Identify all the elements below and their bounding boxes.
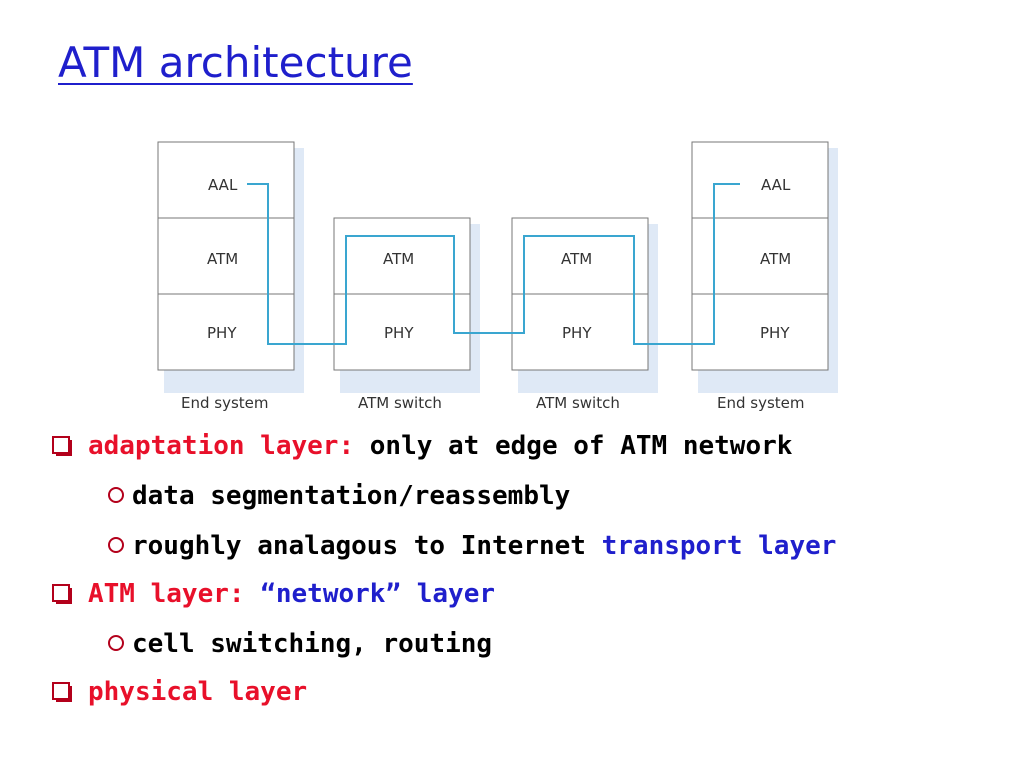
circle-bullet-icon bbox=[108, 634, 124, 651]
bullet-adaptation-layer: adaptation layer: only at edge of ATM ne… bbox=[52, 426, 792, 466]
stack-end-system-left: AAL ATM PHY End system bbox=[157, 141, 304, 412]
subbullet-segmentation: data segmentation/reassembly bbox=[108, 476, 570, 516]
layer-aal-right: AAL bbox=[761, 176, 791, 194]
caption-end-system-right: End system bbox=[717, 394, 805, 412]
subbullet-text: roughly analagous to Internet bbox=[132, 531, 586, 561]
bullet-highlight: “network” layer bbox=[260, 579, 496, 609]
subbullet-text: data segmentation/reassembly bbox=[132, 481, 571, 511]
subbullet-text: cell switching, routing bbox=[132, 629, 493, 659]
layer-phy-left: PHY bbox=[207, 324, 237, 342]
bullet-label: ATM layer: bbox=[88, 579, 245, 609]
bullet-label: physical layer bbox=[88, 677, 308, 707]
subbullet-highlight: transport layer bbox=[601, 531, 837, 561]
subbullet-transport: roughly analagous to Internet transport … bbox=[108, 526, 836, 566]
bullet-text: only at edge of ATM network bbox=[369, 431, 793, 461]
circle-bullet-icon bbox=[108, 486, 124, 503]
data-path-line bbox=[247, 183, 740, 345]
layer-atm-right: ATM bbox=[760, 250, 791, 268]
bullet-atm-layer: ATM layer: “network” layer bbox=[52, 574, 495, 614]
bullet-physical-layer: physical layer bbox=[52, 672, 307, 712]
layer-atm-switch1: ATM bbox=[383, 250, 414, 268]
square-bullet-icon bbox=[52, 681, 72, 702]
square-bullet-icon bbox=[52, 583, 72, 604]
stack-atm-switch-2: ATM PHY ATM switch bbox=[511, 217, 658, 412]
circle-bullet-icon bbox=[108, 536, 124, 553]
bullet-label: adaptation layer: bbox=[88, 431, 355, 461]
layer-aal-left: AAL bbox=[208, 176, 238, 194]
page-title: ATM architecture bbox=[58, 38, 413, 87]
square-bullet-icon bbox=[52, 435, 72, 456]
caption-atm-switch-2: ATM switch bbox=[536, 394, 620, 412]
layer-phy-switch1: PHY bbox=[384, 324, 414, 342]
atm-architecture-diagram: AAL ATM PHY End system ATM PHY ATM switc… bbox=[150, 136, 850, 425]
stack-atm-switch-1: ATM PHY ATM switch bbox=[333, 217, 480, 412]
caption-end-system-left: End system bbox=[181, 394, 269, 412]
caption-atm-switch-1: ATM switch bbox=[358, 394, 442, 412]
diagram-svg: AAL ATM PHY End system ATM PHY ATM switc… bbox=[157, 141, 838, 412]
layer-atm-left: ATM bbox=[207, 250, 238, 268]
layer-phy-switch2: PHY bbox=[562, 324, 592, 342]
subbullet-cell-switching: cell switching, routing bbox=[108, 624, 492, 664]
layer-atm-switch2: ATM bbox=[561, 250, 592, 268]
layer-phy-right: PHY bbox=[760, 324, 790, 342]
